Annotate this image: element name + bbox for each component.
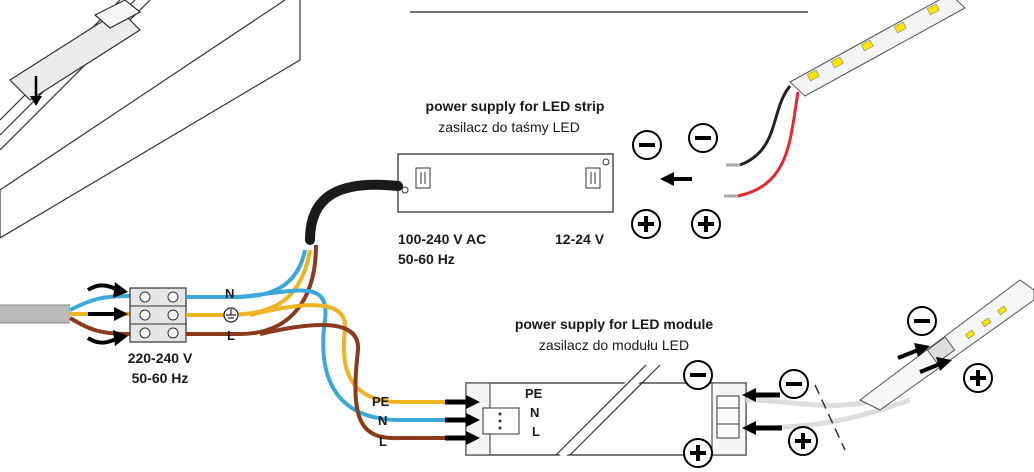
plus-icon xyxy=(963,363,993,393)
minus-icon xyxy=(907,306,937,336)
terminal-block xyxy=(129,287,187,343)
module-terminal-n: N xyxy=(530,405,540,420)
minus-icon xyxy=(632,130,662,160)
luminaire-housing xyxy=(0,0,301,239)
left-arrow-icon xyxy=(660,172,692,186)
strip-driver-subtitle: zasilacz do taśmy LED xyxy=(438,119,580,135)
strip-driver-title: power supply for LED strip xyxy=(425,98,605,114)
module-terminal-pe: PE xyxy=(525,386,543,401)
earth-ground-icon xyxy=(223,307,239,323)
strip-driver-cable xyxy=(305,179,403,245)
live-wire xyxy=(186,244,318,336)
minus-icon xyxy=(683,360,713,390)
strip-driver-input-frequency: 50-60 Hz xyxy=(398,251,455,267)
module-driver-title: power supply for LED module xyxy=(514,316,714,332)
input-label-l: L xyxy=(379,434,387,449)
minus-icon xyxy=(779,369,809,399)
strip-driver-box xyxy=(397,153,614,213)
plus-icon xyxy=(631,209,661,239)
module-driver-subtitle: zasilacz do modułu LED xyxy=(538,337,690,353)
mains-frequency: 50-60 Hz xyxy=(131,370,189,386)
input-label-n: N xyxy=(378,413,388,428)
minus-icon xyxy=(688,123,718,153)
strip-positive-wire xyxy=(737,91,800,198)
strip-driver-input-voltage: 100-240 V AC xyxy=(398,231,487,247)
pe-wire-module xyxy=(249,303,455,404)
led-module xyxy=(859,279,1034,411)
live-wire-module xyxy=(259,322,455,441)
right-arrow-icon xyxy=(86,282,128,346)
module-terminal-l: L xyxy=(532,424,540,439)
mains-terminal-n: N xyxy=(225,286,235,301)
mains-terminal-l: L xyxy=(227,328,235,343)
plus-icon xyxy=(788,426,818,456)
strip-driver-output-voltage: 12-24 V xyxy=(555,231,605,247)
left-arrow-icon xyxy=(742,388,782,435)
strip-negative-wire xyxy=(739,85,792,167)
right-arrow-icon xyxy=(445,395,480,445)
plus-icon xyxy=(683,438,713,468)
mains-voltage: 220-240 V xyxy=(127,350,193,366)
input-label-pe: PE xyxy=(372,394,390,409)
led-strip xyxy=(789,0,966,97)
right-arrow-icon xyxy=(897,343,952,374)
down-arrow-icon xyxy=(30,76,42,106)
plus-icon xyxy=(691,209,721,239)
